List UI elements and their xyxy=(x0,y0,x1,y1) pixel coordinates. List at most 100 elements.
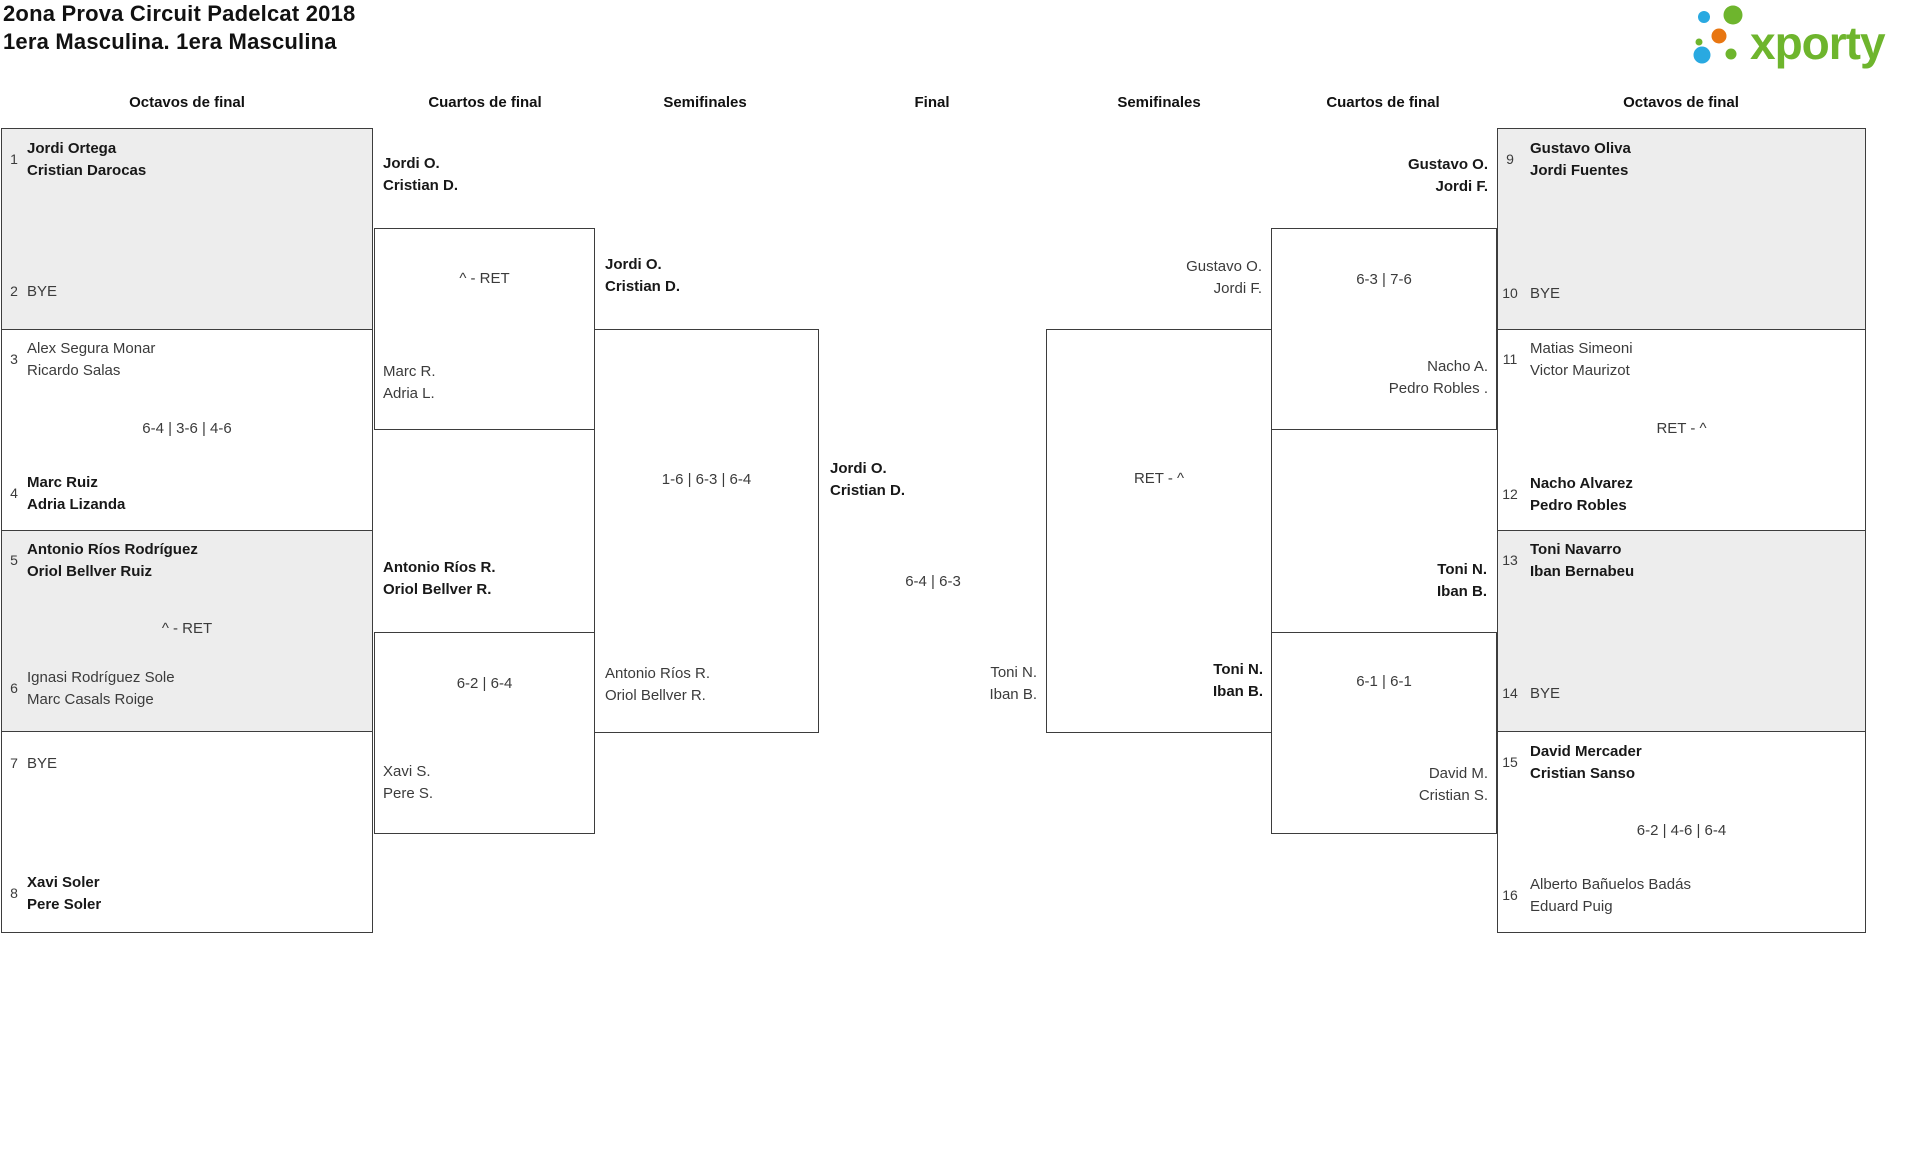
participant-name: Iban B. xyxy=(989,686,1037,703)
participant-name: Adria Lizanda xyxy=(27,496,126,513)
qf-left-winner-2: Antonio Ríos R. Oriol Bellver R. xyxy=(383,557,496,601)
participant-name: Eduard Puig xyxy=(1530,898,1613,915)
final-loser: Toni N. Iban B. xyxy=(820,662,1037,706)
team-octavos-12: Nacho Alvarez Pedro Robles xyxy=(1530,473,1633,517)
score-octavos-3-4: 6-4 | 3-6 | 4-6 xyxy=(142,420,232,437)
qf-right-loser-1: Nacho A. Pedro Robles . xyxy=(1286,356,1488,400)
participant-name: Nacho Alvarez xyxy=(1530,475,1633,492)
participant-name: Iban B. xyxy=(1436,583,1487,600)
sf-left-loser: Antonio Ríos R. Oriol Bellver R. xyxy=(605,663,710,707)
match-box-octavos-9-10 xyxy=(1497,128,1866,330)
qf-left-loser-1: Marc R. Adria L. xyxy=(383,361,436,405)
participant-name: Alex Segura Monar xyxy=(27,340,156,357)
page-title: 2ona Prova Circuit Padelcat 2018 1era Ma… xyxy=(3,0,355,56)
logo-dots-icon xyxy=(1693,5,1743,64)
team-octavos-15: David Mercader Cristian Sanso xyxy=(1530,741,1642,785)
match-box-octavos-3-4 xyxy=(1,329,373,531)
participant-name: Cristian S. xyxy=(1418,787,1488,804)
participant-name: Toni N. xyxy=(990,664,1037,681)
participant-name: Pere S. xyxy=(383,785,434,802)
seed-12: 12 xyxy=(1502,486,1518,502)
team-octavos-8: Xavi Soler Pere Soler xyxy=(27,872,101,916)
score-sf-left: 1-6 | 6-3 | 6-4 xyxy=(661,471,752,488)
score-final: 6-4 | 6-3 xyxy=(905,573,961,590)
round-header-semis-left: Semifinales xyxy=(663,94,747,111)
participant-name: Marc R. xyxy=(383,363,436,380)
team-octavos-1: Jordi Ortega Cristian Darocas xyxy=(27,138,146,182)
round-header-octavos-right: Octavos de final xyxy=(1623,94,1739,111)
team-octavos-4: Marc Ruiz Adria Lizanda xyxy=(27,472,125,516)
match-box-cuartos-right-1 xyxy=(1271,228,1497,430)
match-box-octavos-7-8 xyxy=(1,731,373,933)
seed-16: 16 xyxy=(1502,887,1518,903)
seed-2: 2 xyxy=(10,283,18,299)
seed-4: 4 xyxy=(10,485,18,501)
bye-7: BYE xyxy=(27,753,57,775)
team-octavos-3: Alex Segura Monar Ricardo Salas xyxy=(27,338,155,382)
qf-right-loser-2: David M. Cristian S. xyxy=(1286,763,1488,807)
bye-label: BYE xyxy=(27,283,58,300)
participant-name: Toni Navarro xyxy=(1530,541,1622,558)
participant-name: Jordi O. xyxy=(830,460,887,477)
participant-name: Pedro Robles xyxy=(1530,497,1627,514)
participant-name: Marc Ruiz xyxy=(27,474,98,491)
sf-left-winner: Jordi O. Cristian D. xyxy=(605,254,680,298)
participant-name: Toni N. xyxy=(1213,661,1263,678)
match-box-cuartos-right-2 xyxy=(1271,632,1497,834)
match-box-cuartos-left-2 xyxy=(374,632,595,834)
participant-name: Antonio Ríos R. xyxy=(383,559,496,576)
round-header-semis-right: Semifinales xyxy=(1117,94,1201,111)
logo-text: xporty xyxy=(1750,17,1886,69)
seed-3: 3 xyxy=(10,351,18,367)
match-box-semifinal-left xyxy=(594,329,819,733)
bye-14: BYE xyxy=(1530,683,1560,705)
score-qf-left-2: 6-2 | 6-4 xyxy=(456,675,513,692)
team-octavos-9: Gustavo Oliva Jordi Fuentes xyxy=(1530,138,1631,182)
qf-right-winner-1: Gustavo O. Jordi F. xyxy=(1286,154,1488,198)
participant-name: Pedro Robles . xyxy=(1388,380,1488,397)
seed-11: 11 xyxy=(1502,351,1518,367)
participant-name: Jordi Fuentes xyxy=(1530,162,1629,179)
participant-name: Jordi Ortega xyxy=(27,140,117,157)
xporty-logo[interactable]: xporty xyxy=(1686,2,1918,78)
seed-9: 9 xyxy=(1506,151,1514,167)
bye-10: BYE xyxy=(1530,283,1560,305)
score-qf-left-1: ^ - RET xyxy=(459,270,510,287)
bye-label: BYE xyxy=(1530,685,1561,702)
score-octavos-11-12: RET - ^ xyxy=(1656,420,1707,437)
seed-8: 8 xyxy=(10,885,18,901)
match-box-octavos-15-16 xyxy=(1497,731,1866,933)
seed-13: 13 xyxy=(1502,552,1518,568)
participant-name: Antonio Ríos R. xyxy=(605,665,711,682)
match-box-octavos-1-2 xyxy=(1,128,373,330)
participant-name: Antonio Ríos Rodríguez xyxy=(27,541,198,558)
participant-name: Iban Bernabeu xyxy=(1530,563,1635,580)
seed-14: 14 xyxy=(1502,685,1518,701)
participant-name: Ignasi Rodríguez Sole xyxy=(27,669,175,686)
participant-name: Iban B. xyxy=(1212,683,1263,700)
participant-name: Cristian Sanso xyxy=(1530,765,1636,782)
score-qf-right-2: 6-1 | 6-1 xyxy=(1356,673,1412,690)
participant-name: Victor Maurizot xyxy=(1530,362,1630,379)
participant-name: David M. xyxy=(1428,765,1488,782)
participant-name: Cristian D. xyxy=(605,278,681,295)
participant-name: Cristian D. xyxy=(830,482,906,499)
team-octavos-11: Matias Simeoni Victor Maurizot xyxy=(1530,338,1633,382)
match-box-octavos-13-14 xyxy=(1497,530,1866,732)
participant-name: Xavi S. xyxy=(383,763,431,780)
team-octavos-5: Antonio Ríos Rodríguez Oriol Bellver Rui… xyxy=(27,539,198,583)
score-qf-right-1: 6-3 | 7-6 xyxy=(1356,271,1412,288)
participant-name: Marc Casals Roige xyxy=(27,691,154,708)
participant-name: Ricardo Salas xyxy=(27,362,121,379)
seed-15: 15 xyxy=(1502,754,1518,770)
participant-name: Matias Simeoni xyxy=(1530,340,1633,357)
participant-name: Nacho A. xyxy=(1427,358,1488,375)
seed-7: 7 xyxy=(10,755,18,771)
round-header-final: Final xyxy=(914,94,950,111)
bye-label: BYE xyxy=(1530,285,1561,302)
seed-5: 5 xyxy=(10,552,18,568)
match-box-octavos-11-12 xyxy=(1497,329,1866,531)
round-header-cuartos-left: Cuartos de final xyxy=(428,94,542,111)
qf-right-winner-2: Toni N. Iban B. xyxy=(1285,559,1487,603)
